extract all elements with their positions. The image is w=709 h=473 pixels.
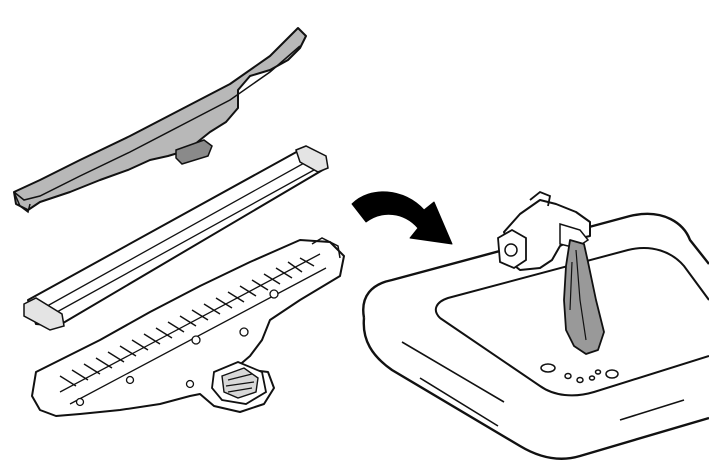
base-outline — [31, 239, 345, 417]
water-drop — [605, 369, 619, 379]
cover-latch — [175, 139, 213, 165]
top-cover-part — [13, 27, 307, 214]
base-screws — [75, 289, 279, 407]
water-drop — [576, 376, 584, 384]
sink-front — [362, 317, 709, 460]
water-drop — [540, 363, 556, 373]
curved-arrow-icon — [351, 191, 453, 245]
sink-side-line — [619, 399, 685, 421]
faucet-aerator — [504, 243, 518, 257]
cover-edge — [13, 45, 301, 201]
base-gear-module — [211, 361, 268, 405]
cover-body — [13, 27, 307, 211]
cover-end-cap — [13, 191, 31, 214]
faucet-handle — [529, 190, 552, 207]
strip-right-cap — [295, 145, 329, 173]
base-ribs — [59, 257, 315, 387]
cloth-fold — [569, 249, 587, 341]
sink-rim-lip — [401, 341, 505, 427]
water-drops — [540, 363, 619, 384]
water-drop — [594, 369, 602, 375]
brush-base-part — [31, 237, 345, 417]
filter-strip-part — [23, 145, 329, 331]
faucet-icon — [497, 190, 591, 271]
water-drop — [588, 375, 596, 381]
cloth-shape — [563, 239, 605, 355]
strip-left-cap — [23, 297, 65, 331]
sink-rim-outer — [362, 212, 709, 319]
sink-basin — [362, 212, 709, 460]
wet-cloth-icon — [563, 239, 605, 355]
base-end-clip — [311, 237, 341, 259]
water-drop — [564, 372, 572, 380]
sink-inner-bowl — [434, 246, 709, 397]
arrow-shape — [351, 191, 453, 245]
